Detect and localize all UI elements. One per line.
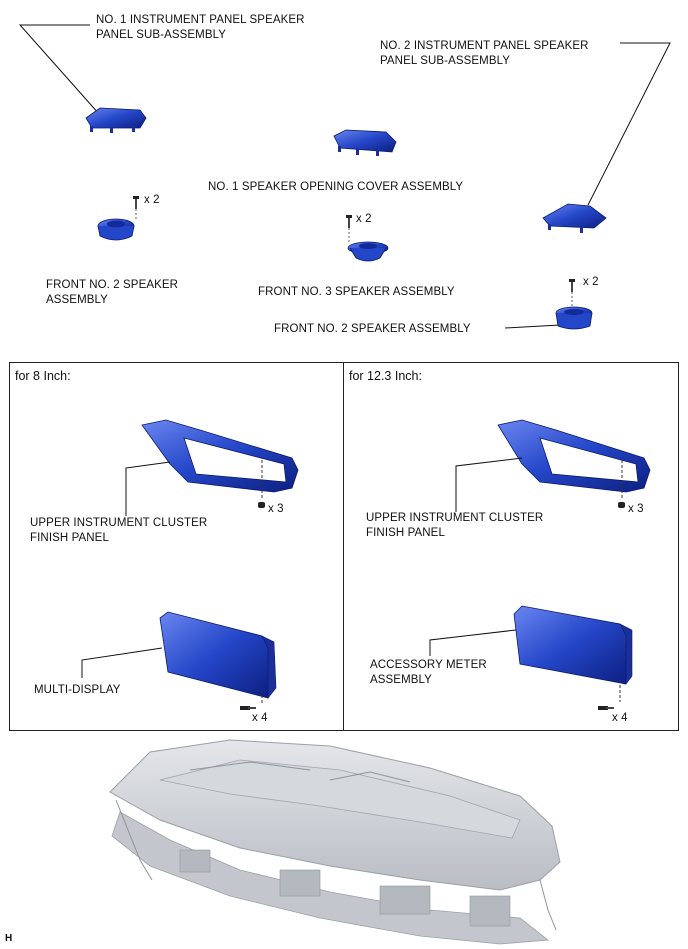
count-screw-center-speaker: x 2 xyxy=(356,213,372,225)
accessory-meter-part xyxy=(513,605,633,710)
label-front-no3-speaker: FRONT NO. 3 SPEAKER ASSEMBLY xyxy=(258,286,455,298)
leader-multi-display xyxy=(81,647,163,678)
corner-mark: H xyxy=(5,933,13,944)
box-12-3-inch-title: for 12.3 Inch: xyxy=(349,369,422,383)
label-cluster-panel-right: UPPER INSTRUMENT CLUSTER FINISH PANEL xyxy=(366,512,544,539)
label-front-no2-speaker-right: FRONT NO. 2 SPEAKER ASSEMBLY xyxy=(274,323,471,335)
count-screw-left-speaker: x 2 xyxy=(144,194,160,206)
leader-lines-top xyxy=(18,24,671,329)
no1-speaker-panel-part xyxy=(85,107,147,133)
label-no1-speaker-panel: NO. 1 INSTRUMENT PANEL SPEAKER PANEL SUB… xyxy=(96,14,305,41)
multi-display-part xyxy=(159,611,277,710)
label-accessory-meter: ACCESSORY METER ASSEMBLY xyxy=(370,659,487,686)
label-no2-speaker-panel: NO. 2 INSTRUMENT PANEL SPEAKER PANEL SUB… xyxy=(380,40,589,67)
label-cluster-panel-left: UPPER INSTRUMENT CLUSTER FINISH PANEL xyxy=(30,517,208,544)
label-front-no2-speaker-left: FRONT NO. 2 SPEAKER ASSEMBLY xyxy=(46,279,179,306)
front-no2-speaker-right-part xyxy=(555,279,593,330)
dashboard-assembly xyxy=(109,739,561,945)
leader-cluster-right xyxy=(455,457,523,512)
no1-opening-cover-part xyxy=(333,129,397,156)
label-no1-opening-cover: NO. 1 SPEAKER OPENING COVER ASSEMBLY xyxy=(208,181,464,193)
count-screw-right-speaker: x 2 xyxy=(583,276,599,288)
count-clip-right-cluster: x 3 xyxy=(628,503,644,515)
front-no2-speaker-left-part xyxy=(97,196,139,241)
leader-cluster-left xyxy=(125,461,171,516)
no2-speaker-panel-part xyxy=(542,203,607,233)
box-8-inch-title: for 8 Inch: xyxy=(15,369,71,383)
cluster-panel-left-part xyxy=(141,419,299,508)
box-8-inch xyxy=(9,362,344,731)
count-bolt-right-display: x 4 xyxy=(612,712,628,724)
count-bolt-left-display: x 4 xyxy=(252,712,268,724)
label-multi-display: MULTI-DISPLAY xyxy=(34,684,121,696)
count-clip-left-cluster: x 3 xyxy=(268,503,284,515)
cluster-panel-right-part xyxy=(497,419,651,508)
box-12-3-inch xyxy=(343,362,679,731)
front-no3-speaker-part xyxy=(346,215,389,262)
leader-accessory-meter xyxy=(429,629,517,656)
